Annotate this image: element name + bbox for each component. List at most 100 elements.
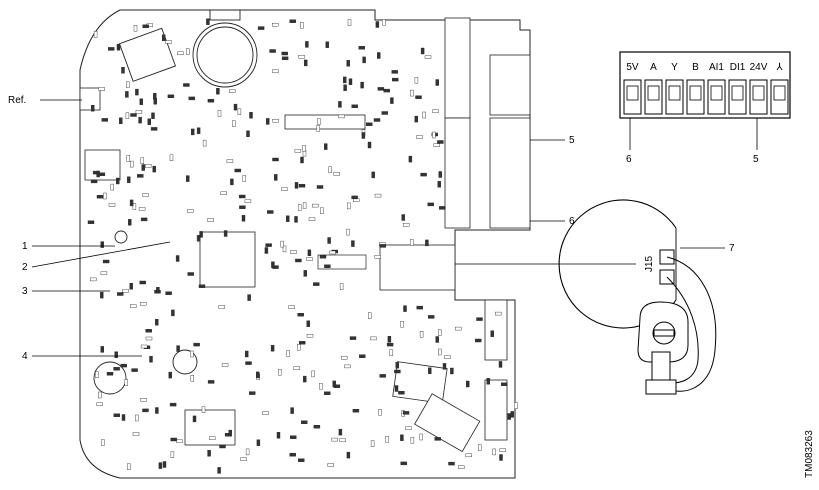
smd-part [405, 427, 411, 430]
smd-part [163, 462, 166, 468]
smd-part [245, 351, 248, 357]
smd-part [125, 91, 128, 97]
terminal-block-lower [445, 118, 530, 228]
smd-part [229, 430, 232, 436]
smd-part [305, 41, 308, 47]
smd-part [438, 330, 441, 336]
smd-part [374, 119, 380, 122]
smd-part [101, 272, 107, 275]
smd-part [415, 77, 418, 83]
smd-part [359, 46, 365, 49]
smd-part [232, 121, 235, 127]
smd-part [312, 371, 315, 377]
smd-part [328, 464, 334, 467]
smd-part [420, 434, 423, 440]
smd-part [208, 380, 214, 383]
smd-part [304, 270, 307, 276]
smd-part [290, 436, 296, 439]
smd-part [166, 292, 172, 295]
smd-part [330, 251, 336, 254]
smd-part [199, 285, 205, 288]
smd-part [115, 352, 118, 358]
smd-part [282, 57, 288, 60]
terminal-inset: 5VAYBAI1DI124V⅄ 6 5 [620, 52, 790, 165]
terminal-label: AI1 [709, 62, 724, 73]
smd-part [475, 339, 481, 342]
terminal-slot [624, 80, 641, 114]
smd-part [242, 215, 245, 221]
smd-part [298, 313, 304, 316]
smd-part [176, 256, 179, 262]
smd-part [142, 165, 145, 171]
smd-part [104, 193, 107, 199]
smd-part [511, 411, 514, 417]
smd-part [290, 20, 296, 23]
smd-part [386, 436, 389, 442]
terminal-label: ⅄ [775, 62, 783, 73]
smd-part [290, 251, 296, 254]
smd-part [477, 318, 483, 321]
smd-part [150, 356, 153, 362]
smd-part [270, 50, 276, 53]
smd-part [108, 47, 114, 50]
smd-part [190, 351, 193, 357]
smd-part [271, 262, 274, 268]
smd-part [183, 84, 189, 87]
smd-part [139, 117, 142, 123]
smd-part [162, 35, 165, 41]
smd-part [309, 218, 315, 221]
smd-part [265, 248, 268, 254]
smd-part [404, 306, 407, 312]
smd-part [382, 19, 385, 25]
smd-part [208, 99, 214, 102]
smd-part [103, 260, 109, 263]
smd-part [194, 343, 200, 346]
smd-part [134, 25, 137, 31]
smd-part [141, 158, 144, 164]
smd-part [221, 192, 227, 195]
smd-part [141, 218, 147, 221]
smd-part [415, 116, 418, 122]
smd-part [246, 362, 252, 365]
smd-part [428, 368, 431, 374]
inset-callout-5: 5 [753, 154, 759, 165]
smd-part [127, 177, 130, 183]
smd-part [126, 82, 129, 88]
smd-part [299, 341, 305, 344]
smd-part [388, 336, 391, 342]
smd-part [466, 454, 472, 457]
smd-part [450, 368, 453, 374]
smd-part [438, 181, 441, 187]
smd-part [135, 415, 138, 421]
smd-part [263, 412, 269, 415]
smd-part [347, 229, 350, 235]
smd-part [177, 440, 183, 443]
smd-part [171, 452, 174, 458]
smd-part [493, 449, 496, 455]
smd-part [202, 407, 205, 413]
smd-part [159, 463, 162, 469]
smd-part [366, 123, 372, 126]
smd-part [317, 186, 323, 189]
smd-part [375, 255, 381, 258]
capacitor-large [94, 231, 197, 394]
smd-part [267, 211, 273, 214]
smd-part [171, 438, 177, 441]
smd-part [403, 223, 409, 226]
smd-part [455, 327, 461, 330]
smd-part [91, 105, 94, 111]
smd-part [248, 295, 251, 301]
callout-5-label: 5 [569, 135, 575, 146]
smd-part [443, 363, 446, 369]
terminal-slot [687, 80, 704, 114]
callout-3-label: 3 [22, 286, 28, 297]
smd-part [154, 98, 157, 104]
smd-part [101, 440, 104, 446]
smd-part [449, 462, 455, 465]
smd-part [392, 70, 398, 73]
smd-part [245, 200, 251, 203]
smd-part [392, 78, 398, 81]
smd-part [376, 22, 379, 28]
